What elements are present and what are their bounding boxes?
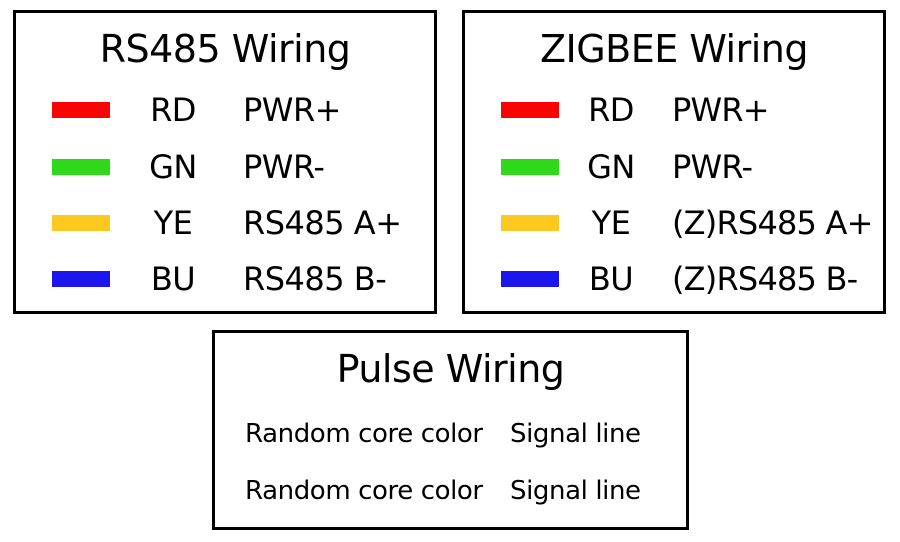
wire-color-swatch-green [52, 159, 110, 175]
wire-color-swatch-blue [52, 271, 110, 287]
rs485-wiring-box: RS485 Wiring RD PWR+ GN PWR- YE RS485 A+… [13, 10, 437, 314]
wire-color-swatch-green [501, 159, 559, 175]
wire-color-swatch-blue [501, 271, 559, 287]
wire-row-yellow: YE (Z)RS485 A+ [465, 201, 883, 245]
pulse-signal-label: Signal line [510, 419, 641, 449]
wire-row-blue: BU (Z)RS485 B- [465, 257, 883, 301]
pulse-core-label: Random core color [245, 476, 483, 506]
pulse-signal-label: Signal line [510, 476, 641, 506]
wire-signal: PWR+ [672, 91, 770, 129]
wire-row-green: GN PWR- [465, 145, 883, 189]
wire-row-red: RD PWR+ [465, 88, 883, 132]
wire-signal: RS485 B- [243, 260, 387, 298]
wire-signal: PWR- [672, 148, 753, 186]
pulse-wiring-title: Pulse Wiring [336, 347, 565, 391]
wire-signal: RS485 A+ [243, 204, 402, 242]
zigbee-wiring-box: ZIGBEE Wiring RD PWR+ GN PWR- YE (Z)RS48… [462, 10, 886, 314]
wire-code: BU [150, 260, 196, 298]
wire-code: GN [587, 148, 635, 186]
wire-code: BU [588, 260, 634, 298]
wire-signal: PWR- [243, 148, 325, 186]
pulse-row: Random core color Signal line [215, 414, 686, 454]
wire-signal: (Z)RS485 A+ [672, 204, 873, 242]
wire-signal: (Z)RS485 B- [672, 260, 858, 298]
wire-code: GN [149, 148, 197, 186]
zigbee-wiring-title: ZIGBEE Wiring [539, 27, 809, 71]
wire-code: YE [153, 204, 193, 242]
wire-code: YE [591, 204, 631, 242]
wire-row-blue: BU RS485 B- [16, 257, 434, 301]
wire-signal: PWR+ [243, 91, 341, 129]
wire-color-swatch-red [501, 102, 559, 118]
wire-color-swatch-yellow [501, 215, 559, 231]
wire-row-green: GN PWR- [16, 145, 434, 189]
wire-color-swatch-red [52, 102, 110, 118]
wire-color-swatch-yellow [52, 215, 110, 231]
wire-row-red: RD PWR+ [16, 88, 434, 132]
pulse-row: Random core color Signal line [215, 471, 686, 511]
wire-code: RD [150, 91, 196, 129]
rs485-wiring-title: RS485 Wiring [99, 27, 351, 71]
pulse-wiring-box: Pulse Wiring Random core color Signal li… [212, 330, 689, 530]
wire-code: RD [588, 91, 634, 129]
wire-row-yellow: YE RS485 A+ [16, 201, 434, 245]
pulse-core-label: Random core color [245, 419, 483, 449]
